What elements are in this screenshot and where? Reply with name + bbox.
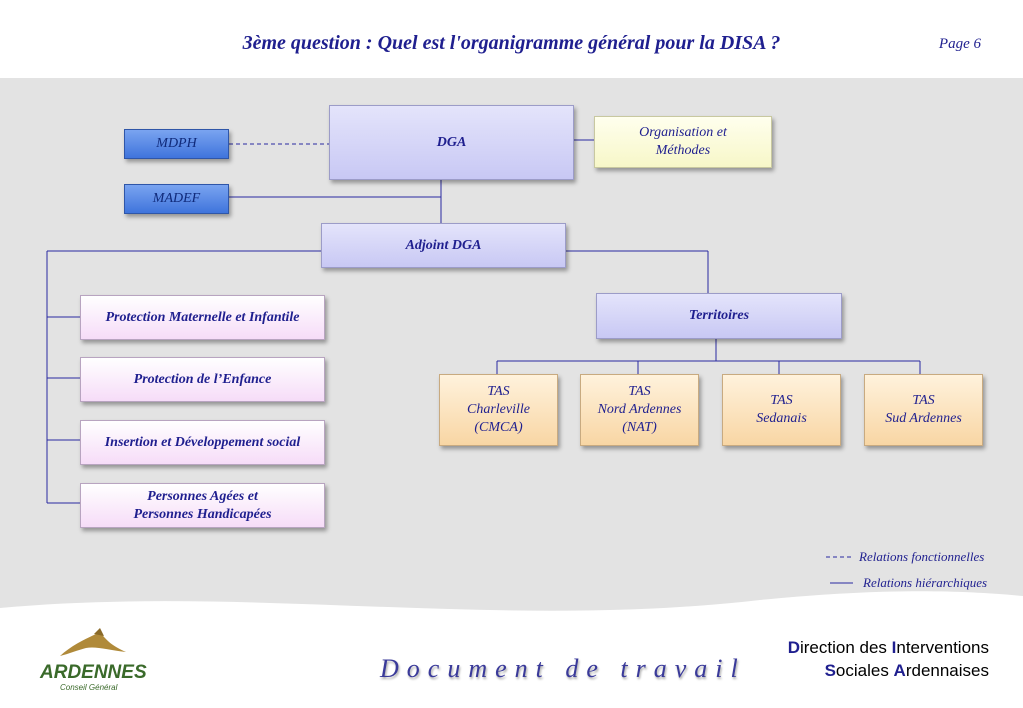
tas-box-sedanais: TAS Sedanais xyxy=(722,374,841,446)
tas-box-sud-ardennes: TAS Sud Ardennes xyxy=(864,374,983,446)
adjoint-dga-box: Adjoint DGA xyxy=(321,223,566,268)
page-title: 3ème question : Quel est l'organigramme … xyxy=(242,32,781,54)
ardennes-logo: ARDENNES Conseil Général xyxy=(38,626,158,696)
organisation-methodes-box: Organisation et Méthodes xyxy=(594,116,772,168)
tas-box-nord-ardennes: TAS Nord Ardennes (NAT) xyxy=(580,374,699,446)
page-header: 3ème question : Quel est l'organigramme … xyxy=(0,0,1023,78)
mdph-box: MDPH xyxy=(124,129,229,159)
page-number: Page 6 xyxy=(938,36,981,52)
direction-line-1: Direction des Interventions xyxy=(787,638,989,657)
territoires-box: Territoires xyxy=(596,293,842,339)
tas-box-charleville: TAS Charleville (CMCA) xyxy=(439,374,558,446)
service-box-pmi: Protection Maternelle et Infantile xyxy=(80,295,325,340)
document-de-travail-label: Document de travail xyxy=(380,654,746,683)
logo-subtext: Conseil Général xyxy=(60,683,118,692)
bottom-wave xyxy=(0,591,1023,618)
logo-text: ARDENNES xyxy=(39,662,147,683)
service-box-enfance: Protection de l’Enfance xyxy=(80,357,325,402)
direction-line-2: Sociales Ardennaises xyxy=(824,661,989,680)
legend-functional-label: Relations fonctionnelles xyxy=(859,549,985,564)
dga-box: DGA xyxy=(329,105,574,180)
service-box-insertion: Insertion et Développement social xyxy=(80,420,325,465)
legend-hierarchical-label: Relations hiérarchiques xyxy=(863,575,988,590)
service-box-personnes: Personnes Agées et Personnes Handicapées xyxy=(80,483,325,528)
direction-label: Direction des Interventions Sociales Ard… xyxy=(788,636,989,682)
madef-box: MADEF xyxy=(124,184,229,214)
